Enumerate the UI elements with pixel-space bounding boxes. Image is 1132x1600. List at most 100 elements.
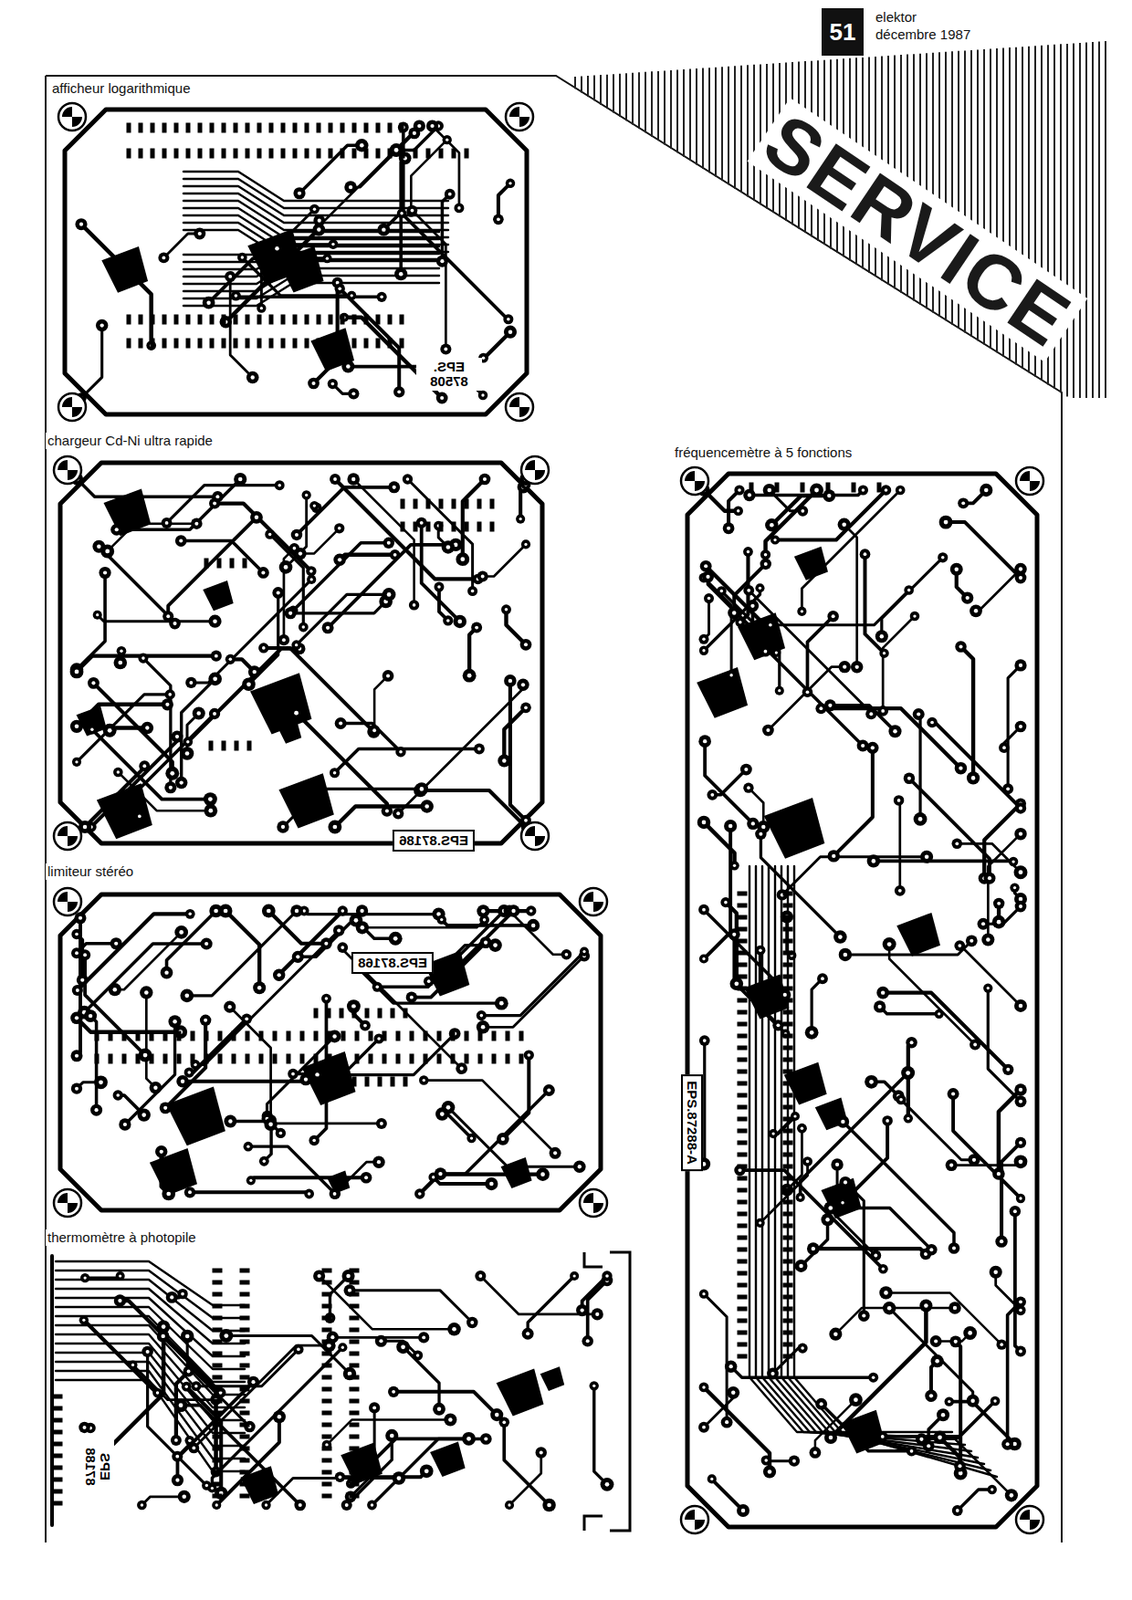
drill-hole — [733, 864, 736, 868]
ic-pad — [186, 148, 191, 159]
solder-pad — [168, 1015, 182, 1028]
drill-hole — [926, 1444, 931, 1448]
drill-hole — [565, 953, 569, 957]
ic-pad — [322, 1470, 333, 1476]
solder-pad — [335, 1472, 346, 1483]
drill-hole — [241, 255, 244, 259]
solder-pad — [414, 1188, 425, 1199]
solder-pad — [415, 782, 429, 796]
drill-hole — [480, 1014, 484, 1018]
ic-pad — [451, 499, 457, 510]
solder-pad — [382, 670, 395, 682]
bus-trace — [781, 866, 985, 1465]
solder-pad — [877, 1431, 888, 1442]
drill-hole — [460, 1067, 464, 1071]
solder-pad — [137, 653, 148, 664]
copper-area — [540, 1366, 566, 1392]
drill-hole — [869, 1079, 874, 1085]
drill-hole — [840, 1201, 844, 1205]
solder-pad — [797, 1343, 808, 1354]
solder-pad — [913, 812, 928, 827]
copper-trace — [439, 586, 449, 621]
drill-hole — [82, 1319, 85, 1322]
ic-pad — [505, 1054, 511, 1065]
copper-trace — [180, 541, 263, 574]
drill-hole — [993, 1399, 996, 1403]
drill-hole — [360, 925, 366, 931]
solder-pad — [1014, 659, 1027, 671]
solder-pad — [987, 1485, 997, 1495]
mounting-mark — [67, 1203, 78, 1214]
solder-pad — [211, 1500, 221, 1510]
ic-pad — [349, 1292, 360, 1298]
ic-pad — [349, 1328, 360, 1333]
drill-hole — [595, 1312, 599, 1317]
drill-hole — [186, 740, 189, 744]
ic-pad — [451, 148, 457, 159]
solder-pad — [302, 490, 312, 500]
solder-pad — [723, 522, 735, 535]
drill-hole — [161, 255, 166, 260]
banner-stripes — [575, 41, 1106, 399]
solder-pad — [219, 904, 233, 919]
copper-trace — [119, 1300, 221, 1394]
drill-hole — [702, 957, 705, 961]
drill-hole — [74, 1087, 79, 1091]
solder-pad — [771, 648, 781, 658]
solder-pad — [729, 860, 739, 870]
solder-pad — [723, 819, 737, 833]
ic-pad — [212, 1470, 223, 1476]
ic-pad — [233, 148, 239, 159]
drill-hole — [924, 854, 930, 860]
drill-hole — [959, 644, 964, 649]
ic-pad — [240, 1435, 251, 1440]
solder-pad — [878, 1264, 889, 1275]
solder-pad — [707, 1474, 717, 1484]
solder-pad — [503, 325, 517, 339]
drill-hole — [1018, 1350, 1023, 1354]
solder-pad — [1002, 1064, 1014, 1076]
drill-hole — [996, 1172, 1001, 1176]
solder-pad — [335, 283, 346, 294]
drill-hole — [326, 1343, 332, 1349]
copper-area — [896, 912, 941, 957]
solder-pad — [526, 919, 540, 933]
solder-pad — [726, 670, 737, 681]
ic-pad — [364, 338, 369, 349]
drill-hole — [181, 1495, 187, 1500]
ic-pad — [352, 338, 357, 349]
ic-pad — [352, 314, 357, 325]
ic-pad — [52, 1430, 63, 1436]
ic-pad — [138, 338, 144, 349]
copper-trace — [740, 1170, 884, 1269]
drill-hole — [702, 908, 706, 912]
solder-pad — [795, 1259, 808, 1273]
ic-pad — [349, 1316, 360, 1321]
stripe — [746, 64, 749, 197]
ic-pad — [122, 1054, 127, 1065]
drill-hole — [397, 1476, 402, 1481]
ic-pad — [52, 1489, 63, 1495]
solder-pad — [209, 708, 221, 720]
solder-pad — [760, 558, 772, 570]
solder-pad — [903, 585, 914, 596]
solder-pad — [569, 1271, 579, 1281]
solder-pad — [276, 820, 289, 833]
ic-pad — [233, 314, 239, 325]
mounting-mark — [534, 470, 546, 481]
ic-pad — [186, 123, 191, 134]
copper-trace — [189, 1192, 310, 1195]
drill-hole — [987, 876, 992, 881]
solder-pad — [272, 1410, 286, 1424]
solder-pad — [270, 241, 283, 255]
solder-pad — [809, 483, 824, 498]
drill-hole — [165, 702, 169, 707]
solder-pad — [293, 1344, 304, 1355]
solder-pad — [876, 986, 890, 1000]
mounting-mark — [72, 407, 83, 418]
drill-hole — [770, 1372, 775, 1376]
solder-pad — [455, 1062, 468, 1075]
solder-pad — [838, 660, 851, 673]
solder-pad — [327, 378, 338, 389]
ic-pad — [396, 1054, 401, 1065]
